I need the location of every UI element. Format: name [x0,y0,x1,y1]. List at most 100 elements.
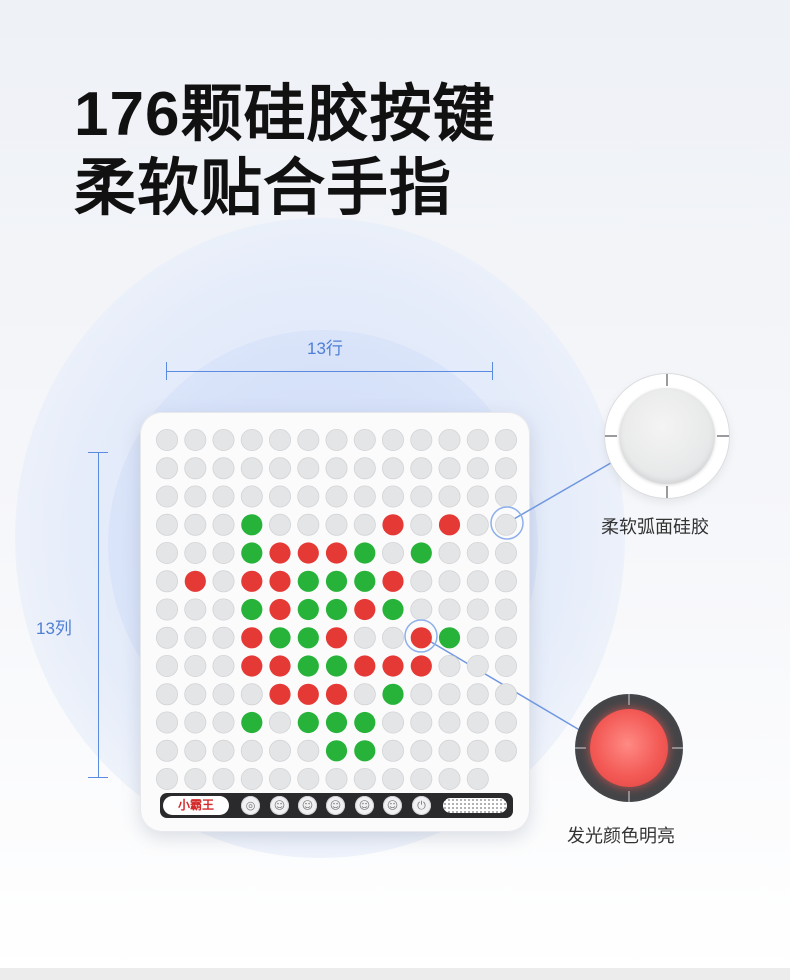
grid-key-green[interactable] [410,542,432,564]
grid-key[interactable] [466,457,489,480]
grid-key-green[interactable] [241,598,263,621]
grid-key-green[interactable] [354,570,376,592]
grid-key-red[interactable] [184,570,206,592]
grid-key[interactable] [438,485,461,508]
grid-key[interactable] [381,542,404,565]
grid-key[interactable] [381,711,404,734]
grid-key-red[interactable] [241,655,263,677]
grid-key[interactable] [184,598,207,621]
grid-key-red[interactable] [269,598,291,621]
grid-key[interactable] [466,485,489,508]
grid-key[interactable] [240,739,263,762]
face-button-2[interactable]: ☺ [298,796,317,815]
grid-key-red[interactable] [325,683,348,705]
grid-key[interactable] [297,513,320,536]
grid-key-green[interactable] [241,711,263,734]
grid-key[interactable] [212,768,235,791]
grid-key-red[interactable] [297,683,319,705]
grid-key[interactable] [184,711,207,734]
grid-key[interactable] [381,457,404,480]
grid-key[interactable] [184,739,207,762]
grid-key[interactable] [410,598,433,621]
grid-key[interactable] [353,683,376,706]
grid-key[interactable] [212,711,235,734]
grid-key-red[interactable] [269,655,291,677]
grid-key[interactable] [410,513,433,536]
grid-key[interactable] [155,513,178,536]
grid-key[interactable] [410,485,433,508]
grid-key[interactable] [212,542,235,565]
grid-key[interactable] [494,570,517,593]
grid-key[interactable] [268,768,291,791]
grid-key[interactable] [381,485,404,508]
grid-key[interactable] [184,428,207,451]
grid-key-red[interactable] [354,655,376,677]
grid-key[interactable] [184,768,207,791]
grid-key[interactable] [438,683,461,706]
grid-key[interactable] [466,739,489,762]
grid-key-green[interactable] [297,655,319,677]
grid-key[interactable] [325,428,348,451]
grid-key[interactable] [438,655,461,678]
face-button-4[interactable]: ☺ [355,796,374,815]
grid-key-green[interactable] [297,570,319,592]
grid-key[interactable] [381,428,404,451]
grid-key[interactable] [155,485,178,508]
grid-key[interactable] [325,457,348,480]
grid-key[interactable] [438,598,461,621]
grid-key[interactable] [466,626,489,649]
grid-key[interactable] [410,683,433,706]
grid-key[interactable] [438,542,461,565]
grid-key-green[interactable] [382,683,404,705]
grid-key[interactable] [438,457,461,480]
grid-key[interactable] [268,711,291,734]
grid-key[interactable] [155,711,178,734]
grid-key[interactable] [212,428,235,451]
grid-key[interactable] [155,768,178,791]
grid-key-green[interactable] [354,740,376,762]
game-mode-button[interactable]: ◎ [241,796,260,815]
grid-key[interactable] [212,570,235,593]
grid-key[interactable] [212,513,235,536]
grid-key-green[interactable] [325,655,348,677]
grid-key[interactable] [184,513,207,536]
grid-key-green[interactable] [297,598,319,621]
grid-key[interactable] [268,428,291,451]
grid-key[interactable] [466,598,489,621]
grid-key[interactable] [240,683,263,706]
grid-key[interactable] [410,457,433,480]
grid-key-green[interactable] [269,627,291,649]
grid-key-red[interactable] [325,627,348,649]
power-button[interactable]: ⏻ [412,796,431,815]
grid-key-green[interactable] [325,598,348,621]
grid-key[interactable] [494,485,517,508]
grid-key[interactable] [240,457,263,480]
grid-key[interactable] [466,711,489,734]
grid-key-red[interactable] [269,683,291,705]
grid-key[interactable] [240,768,263,791]
grid-key[interactable] [353,485,376,508]
grid-key[interactable] [297,428,320,451]
grid-key-red[interactable] [241,570,263,592]
grid-key[interactable] [381,739,404,762]
grid-key[interactable] [353,428,376,451]
grid-key-red[interactable] [410,655,432,677]
grid-key[interactable] [155,739,178,762]
grid-key[interactable] [268,485,291,508]
grid-key[interactable] [410,711,433,734]
grid-key-green[interactable] [325,740,348,762]
grid-key[interactable] [268,457,291,480]
grid-key-red[interactable] [297,542,319,564]
face-button-5[interactable]: ☺ [383,796,402,815]
grid-key-green[interactable] [354,711,376,734]
grid-key[interactable] [494,598,517,621]
grid-key[interactable] [438,739,461,762]
grid-key-red[interactable] [269,570,291,592]
grid-key-green[interactable] [325,570,348,592]
grid-key[interactable] [155,428,178,451]
grid-key[interactable] [494,683,517,706]
grid-key-green[interactable] [297,711,319,734]
grid-key[interactable] [466,542,489,565]
grid-key-green[interactable] [325,711,348,734]
grid-key[interactable] [325,513,348,536]
